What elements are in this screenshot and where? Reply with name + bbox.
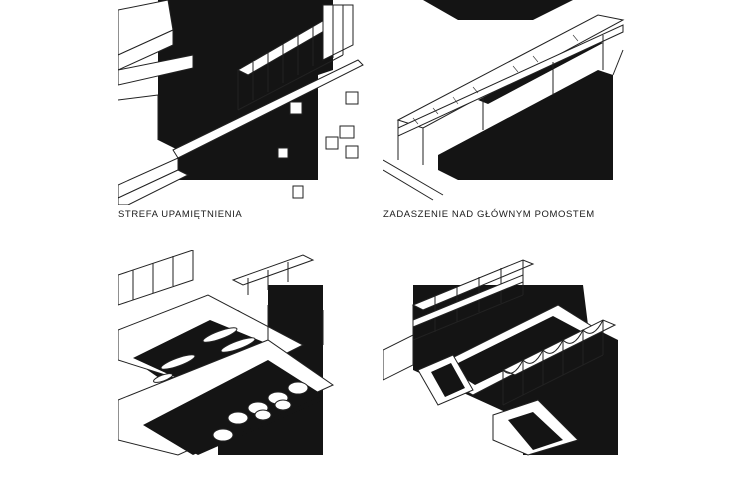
building-left [118, 250, 194, 306]
panel-bottom-left [118, 250, 368, 480]
bottom-right-drawing [383, 259, 618, 456]
float-shapes [212, 381, 309, 442]
boat-shapes [153, 327, 256, 383]
panel-bottom-right [383, 250, 633, 480]
caption-main-pier-roof: ZADASZENIE NAD GŁÓWNYM POMOSTEM [383, 209, 595, 220]
pergola-bottom-left [231, 254, 324, 345]
pergola-right [501, 319, 617, 406]
pergola-left [411, 259, 535, 341]
caption-memorial-zone: STREFA UPAMIĘTNIENIA [118, 209, 243, 220]
main-pier-roof-drawing [383, 0, 625, 201]
bottom-left-drawing [118, 250, 335, 456]
roof-canopy [396, 14, 625, 165]
panel-memorial-zone [118, 0, 368, 205]
panel-main-pier-roof [383, 0, 633, 205]
pergola-structure [236, 4, 354, 111]
memorial-zone-drawing [118, 0, 364, 205]
memorial-cubes [277, 91, 359, 199]
